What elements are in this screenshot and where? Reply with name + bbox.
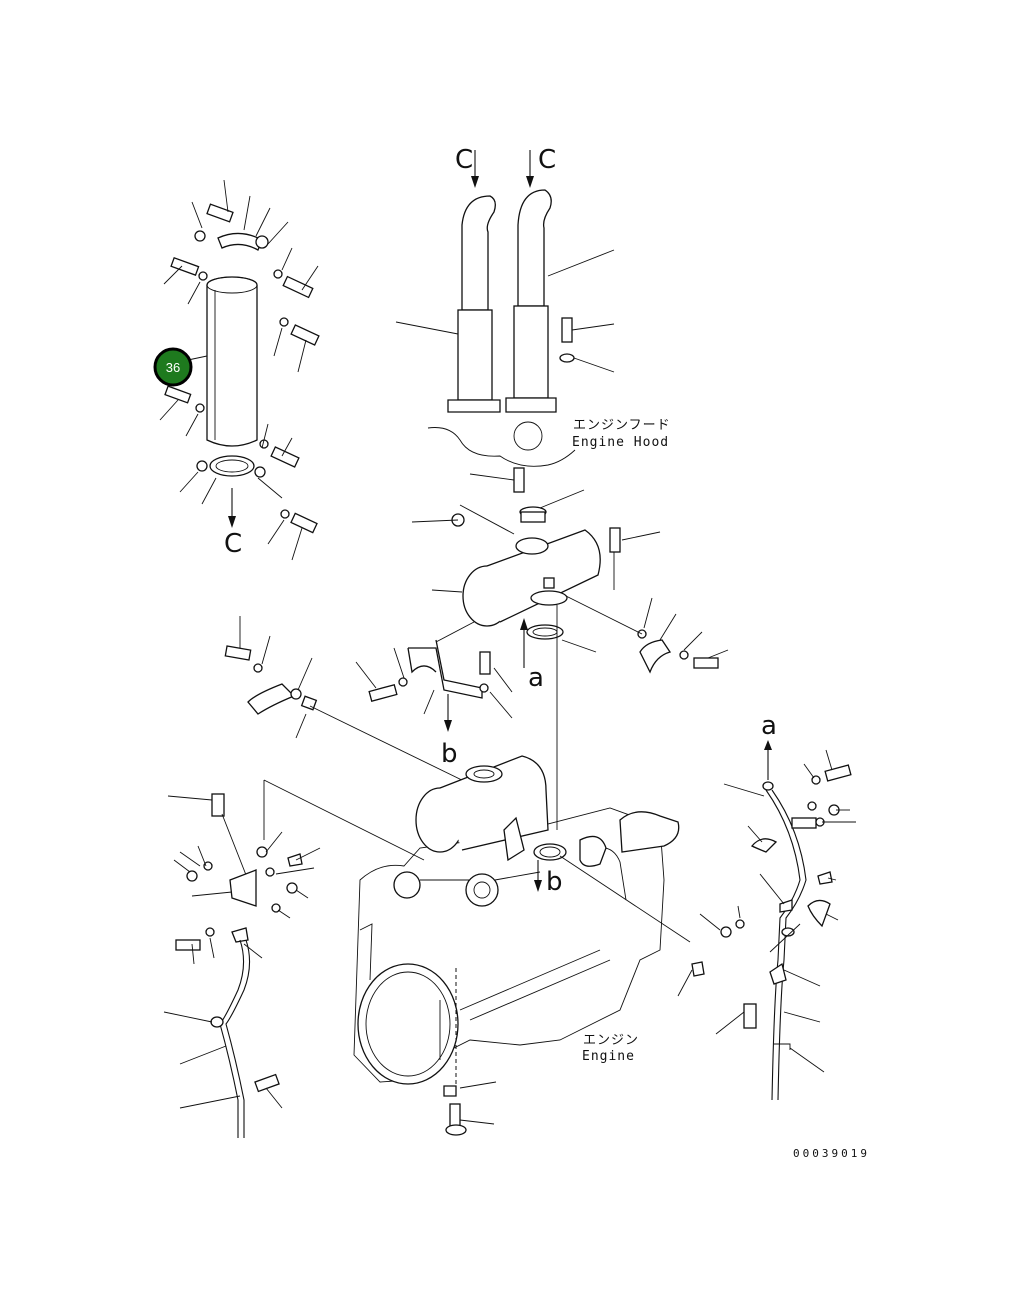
drawing-number: 00039019 [793,1147,870,1160]
left-tube-assembly [163,779,425,1138]
engine-label-jp: エンジン [583,1033,639,1048]
right-tube-assembly [699,740,856,1101]
exhaust-extension-assembly [159,179,320,561]
arrow-label-c-left: C [224,529,242,559]
arrow-label-c-top-left: C [455,145,473,175]
arrow-label-a-right: a [761,711,777,741]
engine-label-en: Engine [582,1049,635,1064]
callout-36[interactable]: 36 [153,347,193,387]
upper-muffler-assembly [411,467,729,830]
arrow-label-b-left: b [441,739,458,769]
engine-assembly: エンジン Engine [353,755,705,1136]
exhaust-stacks: エンジンフード Engine Hood [395,150,671,467]
arrow-label-a-center: a [528,663,544,693]
arrow-label-b-center: b [546,867,563,897]
arrow-label-c-top-right: C [538,145,556,175]
bracket-assembly [224,616,513,785]
engine-hood-label-jp: エンジンフード [573,418,671,433]
engine-hood-label-en: Engine Hood [572,435,669,450]
callout-36-label: 36 [166,360,180,375]
